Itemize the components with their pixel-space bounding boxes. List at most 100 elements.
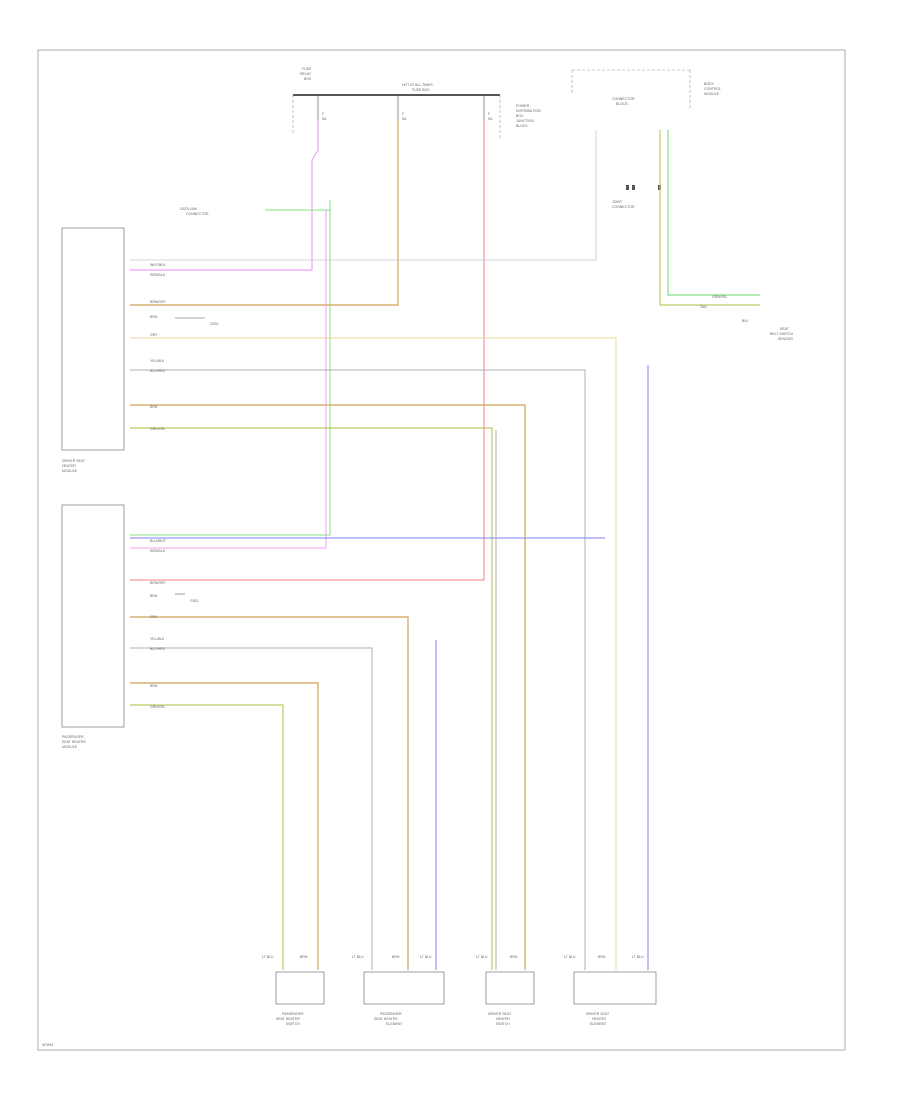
wire-tan <box>130 404 526 970</box>
connector-label: JOINT <box>612 200 623 204</box>
fuse-label: F <box>322 112 324 116</box>
connector-label: BLOCK <box>616 102 629 106</box>
switch-label: HEATER <box>592 1017 606 1021</box>
wire-label: TAN <box>700 305 707 309</box>
switch-label: SWITCH <box>286 1022 300 1026</box>
wire-yellowgreen <box>130 704 284 970</box>
module-label: PASSENGER <box>62 735 84 739</box>
switch-label: DRIVER SEAT <box>586 1012 610 1016</box>
wire-gray <box>130 369 586 970</box>
wire-gray <box>130 647 373 970</box>
fuse-box-note: POWER <box>516 104 530 108</box>
fuse-box-note: BOX <box>516 114 524 118</box>
wire-gray <box>130 130 597 261</box>
sensor-label: SEAT <box>780 327 790 331</box>
sensor-label: SENSOR <box>778 337 793 341</box>
wire-label: BLK/RED <box>150 369 165 373</box>
fuse-box-label: BOX <box>304 77 312 81</box>
fuse-rating: 5A <box>402 117 407 121</box>
fuse-box-label: HOT AT ALL TIMES <box>402 83 433 87</box>
fuse-box-label: RELAY <box>300 72 312 76</box>
data-link-label: DATA LINK <box>180 207 198 211</box>
switch-label: PASSENGER <box>282 1012 304 1016</box>
wire-label: BRN <box>598 955 606 959</box>
driver-seat-heater-module <box>61 227 125 451</box>
connector-block-top-right: CONNECTOR BLOCK BODY CONTROL MODULE JOIN… <box>571 69 721 209</box>
wire-labels: WHT/BLK RED/BLU BRN/GRY BRN GRY YEL/BLK … <box>150 263 749 959</box>
wire-label: BRN <box>300 955 308 959</box>
wire-label: LT BLU <box>262 955 274 959</box>
wire-group <box>130 120 760 970</box>
wire-tan <box>130 616 409 970</box>
driver-seat-heater-element <box>573 971 657 1005</box>
wire-label: YEL/BLK <box>150 637 165 641</box>
fuse-box-note: JUNCTION <box>516 119 534 123</box>
fuse-box-note: BLOCK <box>516 124 529 128</box>
passenger-seat-heater-element <box>363 971 445 1005</box>
wire-tan <box>130 120 399 306</box>
module-label: DRIVER SEAT <box>62 459 86 463</box>
page-id: W7694 <box>42 1043 53 1047</box>
diagram-frame <box>37 49 846 1051</box>
wire-pink <box>130 120 319 271</box>
switch-label: SWITCH <box>496 1022 510 1026</box>
module-label: HEATER <box>62 464 76 468</box>
ground-label: G301 <box>190 599 199 603</box>
connector-label: CONNECTOR <box>612 205 635 209</box>
module-label: MODULE <box>62 745 78 749</box>
wire-label: BLK <box>742 319 749 323</box>
fuse-box-note: DISTRIBUTION <box>516 109 541 113</box>
fuse-label: F <box>488 112 490 116</box>
wire-label: LT BLU <box>632 955 644 959</box>
wire-label: BRN/GRY <box>150 300 167 304</box>
driver-seat-heater-switch <box>485 971 535 1005</box>
switch-label: SEAT HEATER <box>276 1017 300 1021</box>
bottom-components: PASSENGER SEAT HEATER SWITCH PASSENGER S… <box>275 971 657 1026</box>
wire-label: GRN/YEL <box>150 705 165 709</box>
wire-label: LT BLU <box>476 955 488 959</box>
wire-label: LT BLU <box>420 955 432 959</box>
wire-label: LT BLU <box>352 955 364 959</box>
wire-label: GRY <box>150 615 158 619</box>
wire-label: BRN <box>150 594 158 598</box>
wire-label: LT BLU <box>564 955 576 959</box>
wire-label: BRN <box>510 955 518 959</box>
wire-label: GRY <box>150 333 158 337</box>
wire-pink <box>130 210 327 549</box>
wire-tan <box>130 682 319 970</box>
wire-label: BRN/GRY <box>150 581 167 585</box>
wire-label: WHT/BLK <box>150 263 166 267</box>
fuse-relay-box-top: FUSE RELAY BOX HOT AT ALL TIMES FUSE BOX… <box>292 67 541 140</box>
wire-yellowgreen <box>659 130 760 306</box>
wire-green <box>667 130 760 296</box>
connector-label: CONNECTOR <box>612 97 635 101</box>
wire-label: BRN <box>150 405 158 409</box>
fuse-rating: 5A <box>322 117 327 121</box>
module-label: MODULE <box>62 469 78 473</box>
module-label: MODULE <box>704 92 720 96</box>
wire-label: BRN <box>150 684 158 688</box>
switch-label: HEATER <box>496 1017 510 1021</box>
module-label: CONTROL <box>704 87 721 91</box>
switch-label: SEAT HEATER <box>374 1017 398 1021</box>
switch-label: DRIVER SEAT <box>488 1012 512 1016</box>
fuse-box-label: FUSE <box>302 67 312 71</box>
sensor-label: BELT SWITCH <box>770 332 794 336</box>
fuse-label: F <box>402 112 404 116</box>
fuse-rating: 5A <box>488 117 493 121</box>
wire-label: YEL/BLK <box>150 359 165 363</box>
wire-label: BLU/WHT <box>150 539 167 543</box>
wire-green <box>130 200 331 536</box>
wire-tan-light <box>130 337 617 970</box>
passenger-seat-heater-module <box>61 504 125 728</box>
ground-label: G201 <box>210 322 219 326</box>
switch-label: PASSENGER <box>380 1012 402 1016</box>
module-label: BODY <box>704 82 715 86</box>
wire-label: BRN <box>392 955 400 959</box>
switch-label: ELEMENT <box>590 1022 607 1026</box>
wire-label: BLK/RED <box>150 647 165 651</box>
wire-yellowgreen <box>130 427 493 970</box>
module-label: SEAT HEATER <box>62 740 86 744</box>
passenger-seat-heater-switch <box>275 971 325 1005</box>
